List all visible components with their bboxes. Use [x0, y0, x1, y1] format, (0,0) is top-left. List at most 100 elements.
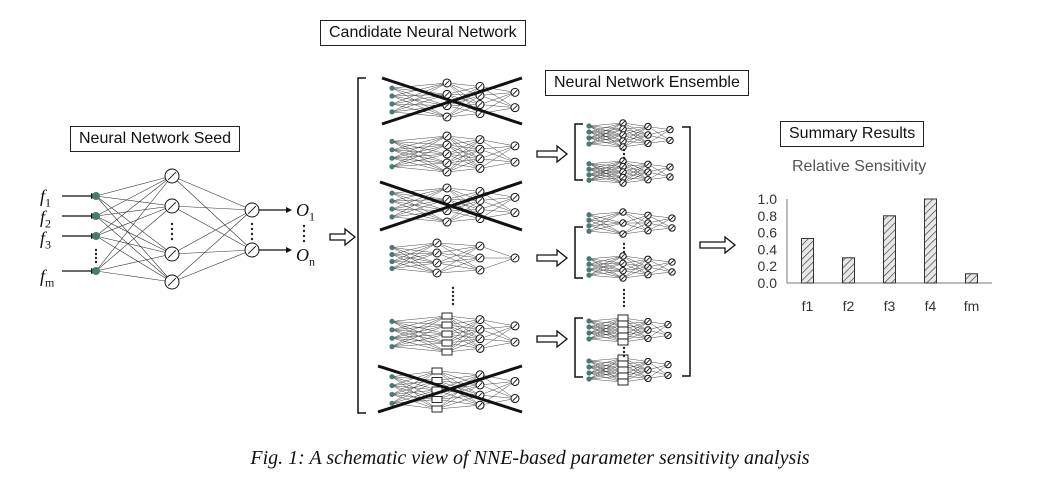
connection — [446, 200, 481, 211]
connection — [391, 333, 448, 347]
square-node — [431, 367, 443, 375]
hidden-node-slash — [645, 264, 651, 270]
hidden-node-slash — [477, 402, 483, 408]
hidden-node-slash — [620, 158, 626, 164]
connection — [479, 325, 516, 349]
connection — [391, 187, 448, 210]
connection — [391, 144, 448, 159]
input-node — [586, 364, 592, 370]
connection — [647, 134, 671, 141]
connection — [391, 254, 438, 274]
hidden-node-slash — [620, 268, 626, 273]
connection — [391, 370, 438, 395]
ensemble-ellipsis-dot — [622, 156, 626, 160]
hidden-node-slash — [645, 177, 651, 182]
hidden-node-slash — [620, 138, 626, 144]
ensemble-group-bracket-3 — [574, 317, 583, 378]
connection — [622, 230, 649, 235]
connection — [479, 148, 516, 163]
bar-f1 — [801, 237, 814, 284]
hidden-node-slash — [620, 261, 626, 266]
connection — [588, 160, 624, 164]
hidden-node-slash — [669, 225, 675, 231]
hidden-node-slash — [665, 373, 671, 378]
connection — [446, 333, 481, 349]
connection — [391, 324, 448, 339]
input-node — [389, 327, 395, 333]
connection — [391, 247, 438, 274]
connection — [588, 160, 624, 175]
hidden-node-slash — [444, 114, 450, 120]
input-node — [586, 256, 592, 262]
input-node — [92, 192, 100, 200]
connection — [446, 315, 481, 330]
connection — [446, 315, 481, 339]
hidden-node-slash — [665, 362, 671, 367]
connection — [95, 235, 173, 283]
connection — [622, 222, 649, 231]
hidden-node-slash — [512, 105, 518, 111]
connection — [622, 128, 649, 136]
connection — [622, 164, 649, 173]
connection — [446, 82, 481, 105]
input-node — [586, 376, 592, 382]
connection — [446, 153, 481, 169]
input-node — [389, 391, 395, 398]
connection — [391, 262, 438, 269]
connection — [391, 252, 438, 269]
hidden-node-slash — [247, 245, 257, 255]
connection — [436, 242, 481, 271]
hidden-node-slash — [477, 207, 483, 213]
connection — [391, 141, 448, 155]
ensemble-ellipsis-dot — [622, 292, 626, 296]
connection — [622, 222, 649, 235]
connection — [622, 126, 649, 136]
hidden-node-slash — [477, 146, 483, 152]
input-node — [586, 141, 592, 147]
connection — [647, 324, 669, 339]
square-node — [617, 320, 629, 328]
ensemble-bracket — [682, 126, 691, 377]
input-node — [586, 223, 592, 229]
connection — [446, 328, 481, 335]
input-node — [586, 324, 592, 330]
connection — [95, 235, 173, 255]
connection — [436, 257, 481, 264]
connection — [391, 385, 438, 391]
square-node — [441, 339, 453, 347]
connection — [622, 166, 649, 173]
connection — [95, 175, 173, 217]
connection — [391, 252, 438, 262]
hidden-node-slash — [477, 243, 483, 249]
hidden-node-slash — [477, 92, 483, 98]
hidden-node-slash — [645, 132, 651, 138]
connection — [446, 319, 481, 326]
hidden-node-slash — [444, 103, 450, 109]
hidden-node-slash — [477, 267, 483, 273]
reject-cross-line — [379, 180, 523, 232]
connection — [446, 329, 481, 353]
hidden-node-slash — [645, 228, 651, 233]
input-label-fm: fm — [40, 266, 55, 290]
connection — [479, 245, 516, 259]
connection — [391, 324, 448, 347]
input-node — [586, 228, 592, 234]
reject-cross-line — [381, 76, 523, 126]
hidden-node-slash — [444, 185, 450, 191]
connection — [479, 197, 516, 210]
hidden-node-slash — [645, 336, 651, 341]
connection — [622, 164, 649, 167]
connection — [622, 143, 649, 148]
connection — [588, 317, 624, 334]
connection — [588, 177, 624, 181]
connection — [647, 222, 673, 229]
hidden-node-slash — [645, 359, 651, 364]
input-node — [389, 318, 395, 324]
connection — [446, 342, 481, 349]
input-node — [586, 261, 592, 267]
x-tick-label: f4 — [925, 298, 937, 314]
connection — [588, 122, 624, 145]
connection — [436, 370, 481, 396]
connection — [446, 139, 481, 164]
ensemble-network — [586, 252, 676, 282]
